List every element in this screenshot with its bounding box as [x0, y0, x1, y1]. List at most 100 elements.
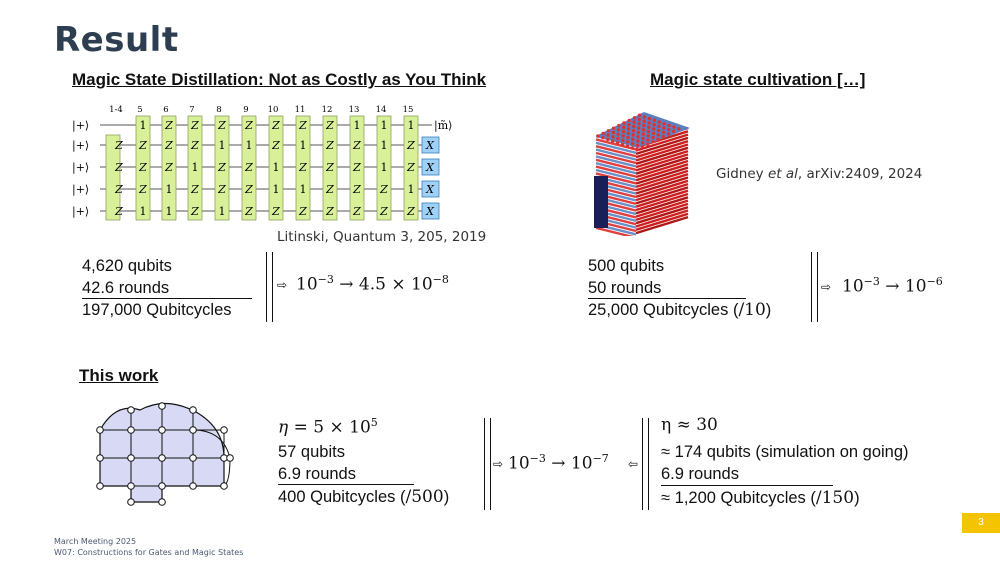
cube-top-dot: [641, 132, 645, 136]
cube-top-dot: [645, 142, 650, 147]
z-gate: Z: [325, 139, 334, 152]
z-gate: Z: [138, 139, 147, 152]
cube-top-dot: [606, 133, 610, 137]
cube-top-dot: [611, 139, 615, 143]
lattice-node: [220, 426, 228, 434]
z-gate: Z: [325, 161, 334, 174]
z-gate: Z: [298, 205, 307, 218]
cube-top-dot: [652, 127, 656, 131]
z-gate: Z: [138, 183, 147, 196]
cube-stripe: [595, 155, 637, 168]
cube-stripe: [635, 163, 689, 182]
cube-pillar: [594, 176, 608, 228]
cube-stripe: [635, 153, 689, 172]
right-implies-arrow: ⇨: [821, 280, 832, 294]
cube-top-dot: [621, 138, 625, 142]
cube-top-dot: [677, 127, 681, 131]
cube-top-dot: [632, 124, 636, 129]
right-section-heading: Magic state cultivation […]: [650, 70, 866, 89]
eta-value: η = 5 × 105: [278, 416, 378, 438]
cube-top-dot: [627, 123, 631, 127]
identity-gate: 1: [381, 161, 388, 174]
cube-stripe: [635, 179, 689, 198]
cube-top-dot: [642, 123, 646, 128]
x-gate-label: X: [425, 183, 435, 196]
z-gate: Z: [325, 183, 334, 196]
z-gate: Z: [138, 161, 147, 174]
cube-stripe: [635, 143, 689, 162]
z-gate: Z: [298, 119, 307, 132]
cube-stripe: [595, 226, 634, 236]
cube-stripe: [635, 156, 689, 175]
circuit-column-label: 1-4: [109, 105, 123, 115]
cube-top-dot: [656, 137, 660, 141]
cube-top-dot: [606, 137, 610, 142]
z-gate: Z: [325, 205, 334, 218]
left-qubitcycles: 197,000 Qubitcycles: [82, 301, 232, 319]
identity-gate: 1: [246, 139, 253, 152]
circuit-column-bar: [161, 115, 177, 221]
cube-stripe: [635, 189, 689, 208]
cube-top-dot: [617, 123, 621, 128]
cube-top-dot: [630, 141, 635, 146]
cube-top-dot: [611, 135, 615, 139]
lattice-node: [158, 454, 166, 462]
z-gate: Z: [352, 161, 361, 174]
z-gate: Z: [379, 183, 388, 196]
cube-stripe: [635, 209, 689, 228]
cube-stripe: [635, 215, 689, 235]
cube-stripe: [595, 151, 637, 165]
z-gate: Z: [190, 183, 199, 196]
cube-top-dot: [647, 121, 651, 125]
identity-gate: 1: [166, 205, 173, 218]
cube-top-dot: [616, 132, 620, 136]
cube-top-dot: [647, 125, 651, 129]
x-measurement-gate: [421, 136, 440, 154]
circuit-output-state: |m̃⟩: [434, 119, 452, 133]
cube-top-dot: [642, 115, 647, 119]
cube-top-dot: [637, 126, 641, 130]
lattice-node: [158, 426, 166, 434]
cube-top-dot: [672, 125, 676, 129]
circuit-column-bar: [403, 115, 419, 221]
circuit-column-label: 11: [295, 105, 306, 115]
cube-stripe: [635, 146, 689, 165]
cube-top-dot: [635, 143, 640, 147]
lattice-node: [189, 454, 197, 462]
cube-stripe: [595, 162, 637, 175]
x-gate-label: X: [425, 205, 435, 218]
right-divider: [588, 298, 746, 299]
lattice-node: [220, 482, 228, 490]
circuit-input-state: |+⟩: [72, 119, 89, 133]
work-rounds: 6.9 rounds: [278, 465, 356, 483]
cube-stripe: [635, 202, 689, 222]
lattice-node: [158, 482, 166, 490]
z-gate: Z: [244, 205, 253, 218]
cube-top-dot: [662, 122, 666, 126]
left-implies-arrow: ⇨: [277, 278, 288, 292]
cube-top-dot: [632, 116, 637, 120]
z-gate: Z: [190, 139, 199, 152]
cube-stripe: [635, 159, 689, 179]
cube-top-dot: [626, 127, 631, 131]
cube-top-dot: [625, 144, 630, 148]
cube-top-dot: [601, 131, 605, 136]
right-error-result: 10−3 → 10−6: [842, 275, 943, 297]
work-divider: [278, 484, 414, 485]
cube-stripe: [635, 140, 689, 159]
cube-top-dot: [637, 113, 642, 117]
identity-gate: 1: [300, 183, 307, 196]
footer-text: March Meeting 2025 W07: Constructions fo…: [54, 536, 243, 558]
cube-stripe: [635, 176, 689, 195]
cube-stripe: [595, 165, 637, 178]
cube-stripe: [635, 149, 689, 169]
lattice-node: [189, 482, 197, 490]
identity-gate: 1: [140, 119, 147, 132]
cube-top-dot: [662, 126, 666, 130]
circuit-column-label: 15: [403, 105, 414, 115]
slide-title: Result: [54, 20, 179, 60]
cube-stripe: [595, 145, 637, 158]
z-gate: Z: [217, 183, 226, 196]
left-error-result: 10−3 → 4.5 × 10−8: [296, 273, 449, 295]
cube-top-dot: [666, 132, 671, 136]
